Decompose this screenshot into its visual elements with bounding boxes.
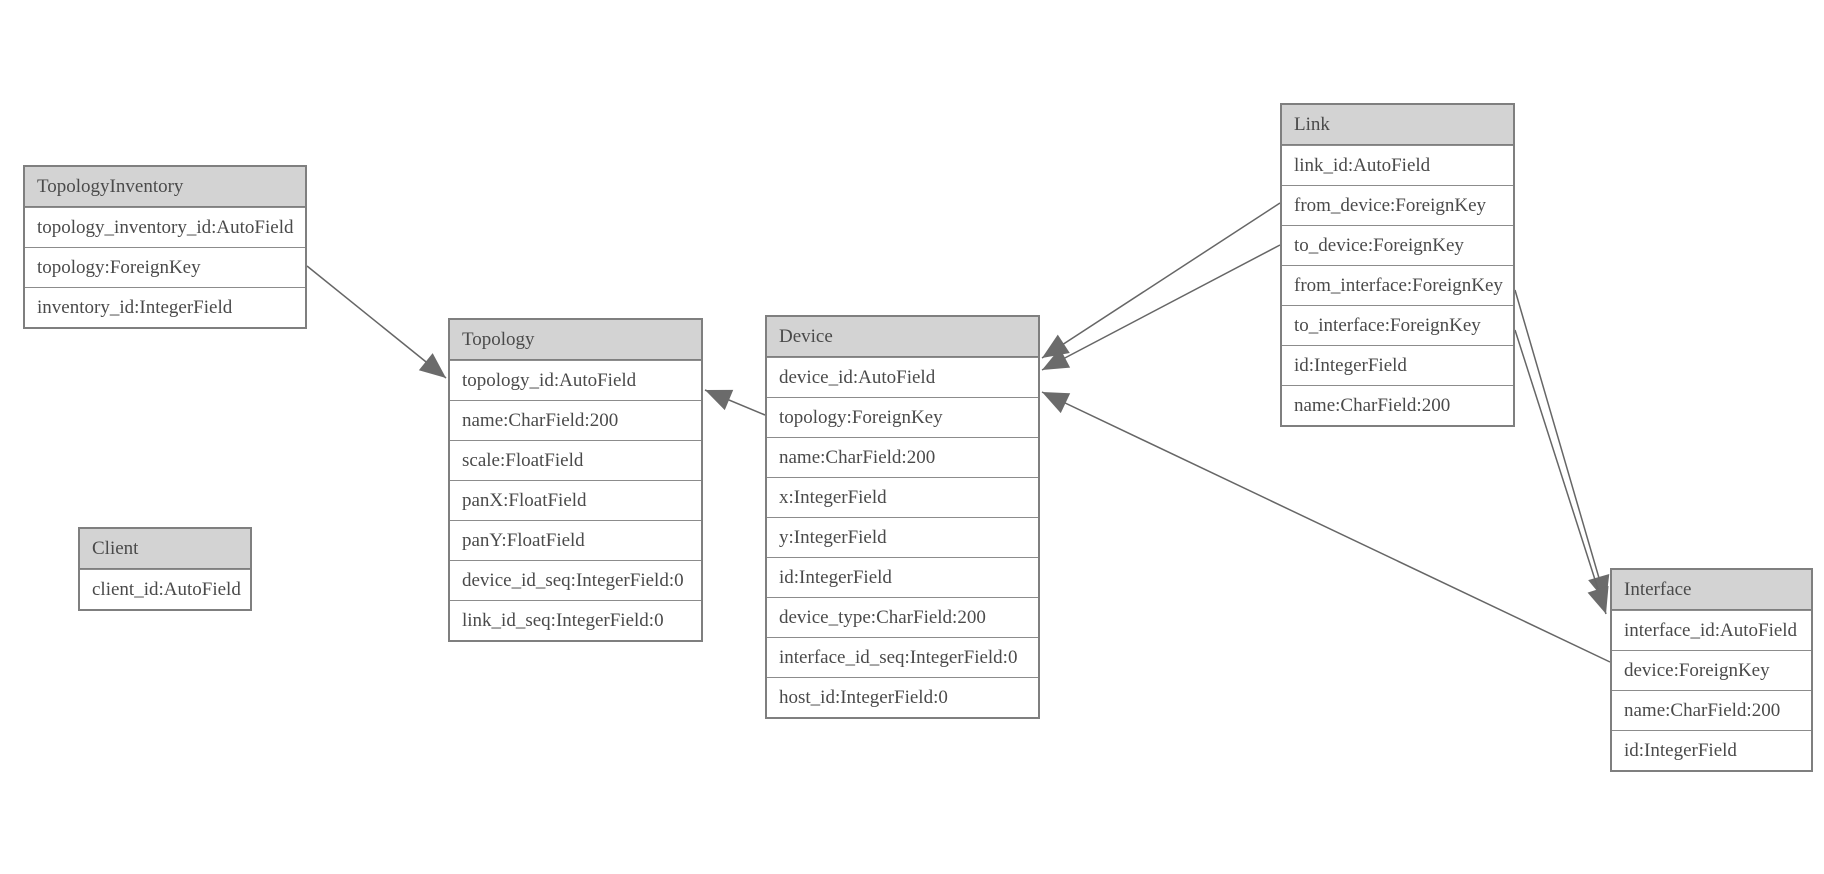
entity-field: from_device:ForeignKey <box>1282 185 1513 225</box>
entity-field: device_id_seq:IntegerField:0 <box>450 560 701 600</box>
entity-field: from_interface:ForeignKey <box>1282 265 1513 305</box>
entity-field: x:IntegerField <box>767 477 1038 517</box>
entity-field: interface_id_seq:IntegerField:0 <box>767 637 1038 677</box>
entity-field: name:CharField:200 <box>767 437 1038 477</box>
entity-field: client_id:AutoField <box>80 569 250 609</box>
entity-field: inventory_id:IntegerField <box>25 287 305 327</box>
connector-link-from-device <box>1041 202 1281 359</box>
entity-title: Interface <box>1612 570 1811 610</box>
connector-link-from-interface <box>1514 289 1610 603</box>
entity-field: topology:ForeignKey <box>767 397 1038 437</box>
entity-field: to_device:ForeignKey <box>1282 225 1513 265</box>
connector-topologyinventory-topology <box>306 265 447 379</box>
entity-field: link_id_seq:IntegerField:0 <box>450 600 701 640</box>
entity-field: device:ForeignKey <box>1612 650 1811 690</box>
entity-field: id:IntegerField <box>1282 345 1513 385</box>
entity-title: Client <box>80 529 250 569</box>
entity-field: to_interface:ForeignKey <box>1282 305 1513 345</box>
entity-field: host_id:IntegerField:0 <box>767 677 1038 717</box>
entity-title: Device <box>767 317 1038 357</box>
entity-field: interface_id:AutoField <box>1612 610 1811 650</box>
entity-field: link_id:AutoField <box>1282 145 1513 185</box>
connector-link-to-interface <box>1514 329 1609 615</box>
entity-field: scale:FloatField <box>450 440 701 480</box>
entity-field: panY:FloatField <box>450 520 701 560</box>
entity-field: device_type:CharField:200 <box>767 597 1038 637</box>
entity-field: id:IntegerField <box>767 557 1038 597</box>
entity-field: name:CharField:200 <box>450 400 701 440</box>
entity-title: Topology <box>450 320 701 360</box>
entity-title: TopologyInventory <box>25 167 305 207</box>
entity-field: topology:ForeignKey <box>25 247 305 287</box>
entity-field: name:CharField:200 <box>1612 690 1811 730</box>
entity-field: device_id:AutoField <box>767 357 1038 397</box>
entity-title: Link <box>1282 105 1513 145</box>
entity-field: topology_id:AutoField <box>450 360 701 400</box>
connector-link-to-device <box>1041 244 1281 371</box>
entity-field: y:IntegerField <box>767 517 1038 557</box>
connector-interface-device <box>1041 391 1611 663</box>
entity-field: name:CharField:200 <box>1282 385 1513 425</box>
connector-device-topology <box>704 389 766 416</box>
entity-field: panX:FloatField <box>450 480 701 520</box>
entity-field: topology_inventory_id:AutoField <box>25 207 305 247</box>
entity-field: id:IntegerField <box>1612 730 1811 770</box>
